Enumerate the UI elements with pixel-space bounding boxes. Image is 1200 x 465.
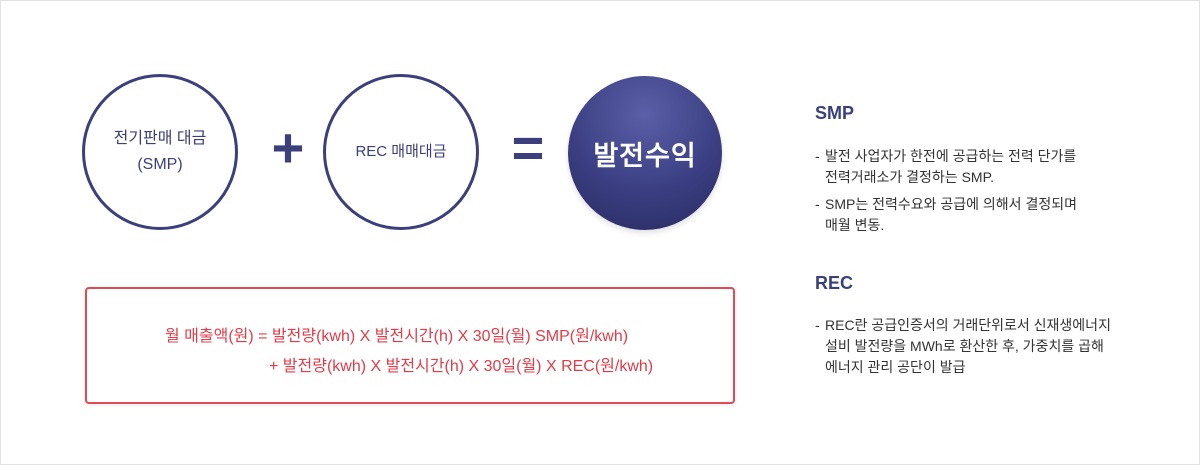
rec-item-1-line-2: 설비 발전량을 MWh로 환산한 후, 가중치를 곱해 <box>825 338 1104 354</box>
rec-circle-label: REC 매매대금 <box>355 143 447 160</box>
sales-circle: 전기판매 대금 (SMP) <box>82 74 238 230</box>
rec-title: REC <box>815 273 854 293</box>
smp-item-1-line-1: 발전 사업자가 한전에 공급하는 전력 단가를 <box>825 148 1077 164</box>
formula-line-2: + 발전량(kwh) X 발전시간(h) X 30일(월) X REC(원/kw… <box>269 358 654 375</box>
smp-item-2: SMP는 전력수요와 공급에 의해서 결정되며 매월 변동. <box>815 194 1185 236</box>
rec-circle: REC 매매대금 <box>323 74 479 230</box>
rec-item-1-line-1: REC란 공급인증서의 거래단위로서 신재생에너지 <box>825 317 1111 333</box>
rec-section-title: REC <box>815 273 1185 294</box>
smp-item-1: 발전 사업자가 한전에 공급하는 전력 단가를 전력거래소가 결정하는 SMP. <box>815 146 1185 188</box>
smp-item-1-line-2: 전력거래소가 결정하는 SMP. <box>825 169 995 185</box>
rec-list: REC란 공급인증서의 거래단위로서 신재생에너지 설비 발전량을 MWh로 환… <box>815 315 1185 378</box>
formula-box: 월 매출액(원) = 발전량(kwh) X 발전시간(h) X 30일(월) S… <box>85 287 735 404</box>
smp-section-title: SMP <box>815 103 1185 124</box>
smp-list: 발전 사업자가 한전에 공급하는 전력 단가를 전력거래소가 결정하는 SMP.… <box>815 146 1185 242</box>
result-circle: 발전수익 <box>568 76 722 230</box>
smp-item-2-line-1: SMP는 전력수요와 공급에 의해서 결정되며 <box>825 196 1077 212</box>
sales-circle-line-2: (SMP) <box>137 156 183 173</box>
smp-item-2-line-2: 매월 변동. <box>825 217 885 233</box>
sales-circle-line-1: 전기판매 대금 <box>113 130 207 147</box>
smp-title: SMP <box>815 103 855 123</box>
equals-symbol: = <box>511 116 545 179</box>
plus-symbol: + <box>271 116 305 179</box>
rec-item-1-line-3: 에너지 관리 공단이 발급 <box>825 359 966 375</box>
result-circle-label: 발전수익 <box>593 140 697 171</box>
rec-item-1: REC란 공급인증서의 거래단위로서 신재생에너지 설비 발전량을 MWh로 환… <box>815 315 1185 378</box>
formula-line-1: 월 매출액(원) = 발전량(kwh) X 발전시간(h) X 30일(월) S… <box>165 328 629 345</box>
